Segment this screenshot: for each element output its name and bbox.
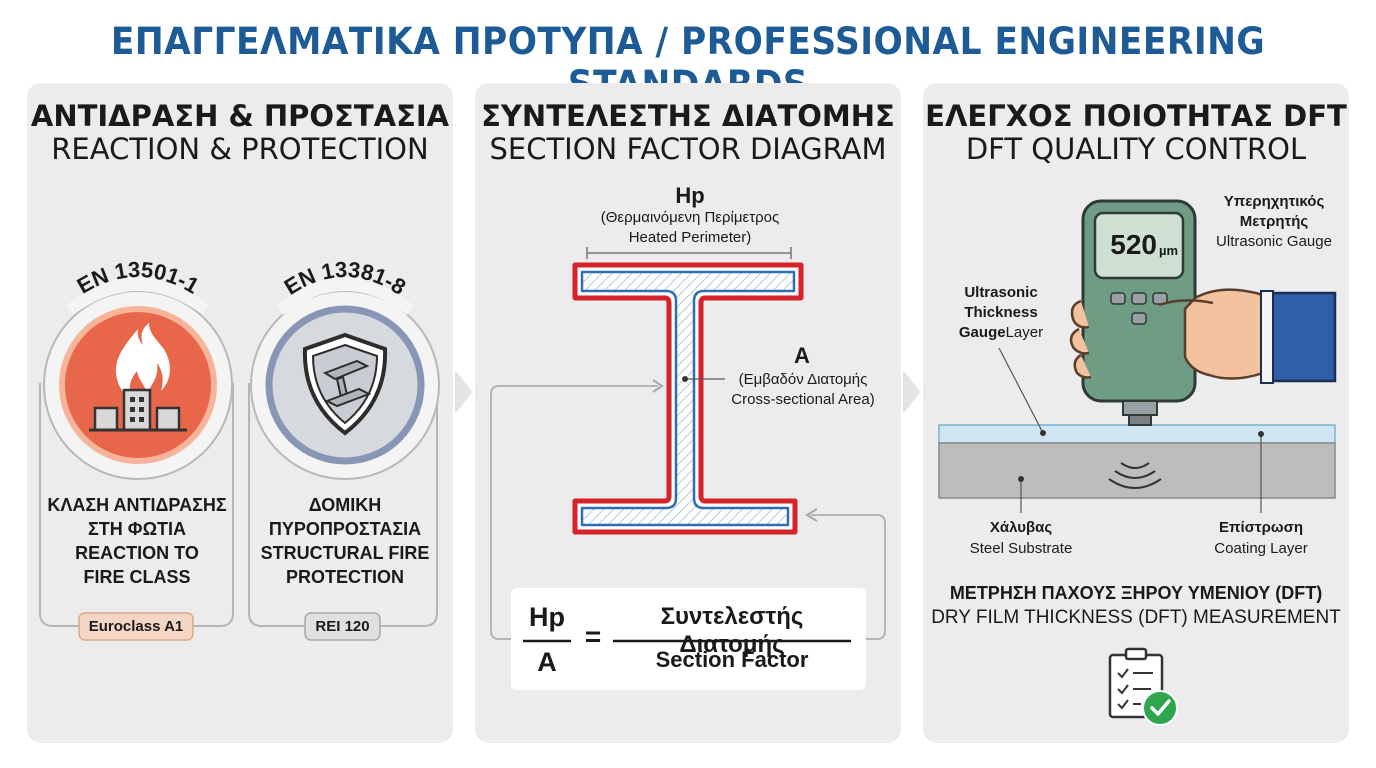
area-connector <box>490 385 658 640</box>
cross-section-area <box>580 270 796 527</box>
i-beam-diagram <box>490 247 886 690</box>
hp-description: (Θερμαινόμενη Περίμετρος Heated Perimete… <box>600 209 780 246</box>
rei-badge <box>304 612 381 641</box>
formula-numerator: Hp <box>529 602 565 632</box>
perimeter-connector <box>811 514 886 640</box>
formula-equals: = <box>584 621 602 652</box>
panel2-title-el: ΣΥΝΤΕΛΕΣΤΗΣ ΔΙΑΤΟΜΗΣ <box>481 99 895 133</box>
coating-layer <box>938 424 1336 444</box>
sleeve <box>1261 291 1337 383</box>
euroclass-badge <box>78 612 194 641</box>
layer-leader <box>998 347 1044 434</box>
card1-fire-disc <box>59 306 217 464</box>
a-symbol: A <box>794 343 810 368</box>
dft-measurement-en: DRY FILM THICKNESS (DFT) MEASUREMENT <box>931 607 1341 628</box>
section-factor-panel: ΣΥΝΤΕΛΕΣΤΗΣ ΔΙΑΤΟΜΗΣ SECTION FACTOR DIAG… <box>475 83 901 743</box>
panel2-title-en: SECTION FACTOR DIAGRAM <box>489 132 887 166</box>
flow-arrow-1 <box>455 370 473 414</box>
layer-label: Ultrasonic Thickness GaugeLayer <box>958 284 1044 341</box>
gauge-label: Υπερηχητικός Μετρητής Ultrasonic Gauge <box>1216 193 1332 250</box>
rei-badge-text: REI 120 <box>315 618 370 635</box>
building-icon <box>122 388 152 432</box>
card2-label: ΔΟΜΙΚΗ ΠΥΡΟΠΡΟΣΤΑΣΙΑ STRUCTURAL FIRE PRO… <box>260 495 430 587</box>
card1-label: ΚΛΑΣΗ ΑΝΤΙΔΡΑΣΗΣ ΣΤΗ ΦΩΤΙΑ REACTION TO F… <box>47 495 227 587</box>
steel-substrate <box>938 442 1336 499</box>
card2-connector <box>248 383 305 627</box>
card1-connector <box>39 383 79 627</box>
hp-symbol: Hp <box>675 183 705 208</box>
check-icon <box>1142 690 1178 726</box>
reaction-protection-panel: ΑΝΤΙΔΡΑΣΗ & ΠΡΟΣΤΑΣΙΑ REACTION & PROTECT… <box>27 83 453 743</box>
dft-quality-panel: ΕΛΕΓΧΟΣ ΠΟΙΟΤΗΤΑΣ DFT DFT QUALITY CONTRO… <box>923 83 1349 743</box>
dft-measurement-el: ΜΕΤΡΗΣΗ ΠΑΧΟΥΣ ΞΗΡΟΥ ΥΜΕΝΙΟΥ (DFT) <box>949 583 1323 603</box>
formula-result-en: Section Factor <box>655 647 809 672</box>
panel1-title-el: ΑΝΤΙΔΡΑΣΗ & ΠΡΟΣΤΑΣΙΑ <box>30 99 450 133</box>
formula-result-el: Συντελεστής Διατομής <box>660 603 804 658</box>
hand-icon <box>1183 288 1265 380</box>
ultrasonic-wave-icon <box>1120 462 1150 469</box>
dft-gauge-illustration <box>938 199 1337 726</box>
formula-box <box>511 588 866 690</box>
standards-cards-graphic: EN 13501-1 EN 13381-8 <box>39 257 440 641</box>
a-description: (Εμβαδόν Διατομής Cross-sectional Area) <box>731 371 875 408</box>
flame-icon <box>115 323 170 399</box>
panel1-title-en: REACTION & PROTECTION <box>51 132 429 166</box>
gauge-unit: µm <box>1159 243 1179 258</box>
panel3-title-el: ΕΛΕΓΧΟΣ ΠΟΙΟΤΗΤΑΣ DFT <box>925 99 1347 133</box>
panel3-title-en: DFT QUALITY CONTROL <box>965 132 1307 166</box>
formula-denominator: A <box>537 647 557 677</box>
coating-label: Επίστρωση Coating Layer <box>1214 519 1308 557</box>
euroclass-badge-text: Euroclass A1 <box>88 618 184 635</box>
flow-arrow-2 <box>903 370 921 414</box>
steel-label: Χάλυβας Steel Substrate <box>969 519 1073 557</box>
gauge-reading: 520 <box>1110 229 1157 260</box>
steel-beam-icon <box>322 359 370 381</box>
gauge-screen <box>1093 211 1185 280</box>
gauge-probe <box>1122 400 1158 416</box>
